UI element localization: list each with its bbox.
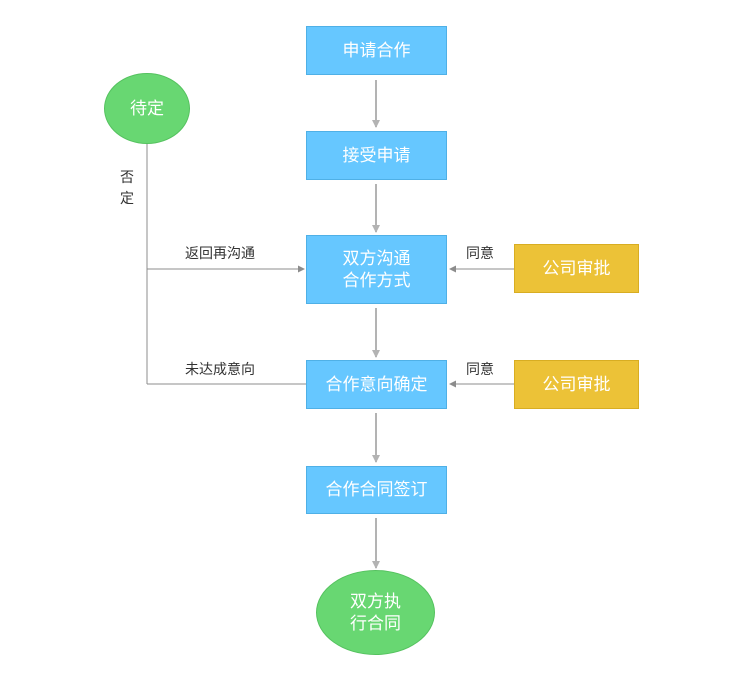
node-company-approval-2: 公司审批 xyxy=(514,360,639,409)
node-company-approval-1: 公司审批 xyxy=(514,244,639,293)
node-communicate-method: 双方沟通 合作方式 xyxy=(306,235,447,304)
edge-label-agree-1: 同意 xyxy=(466,246,494,262)
node-execute-contract: 双方执 行合同 xyxy=(316,570,435,655)
node-confirm-intention: 合作意向确定 xyxy=(306,360,447,409)
edge-label-agree-2: 同意 xyxy=(466,362,494,378)
node-sign-contract: 合作合同签订 xyxy=(306,466,447,514)
node-apply-cooperation: 申请合作 xyxy=(306,26,447,75)
edge-label-not-reached: 未达成意向 xyxy=(185,362,255,378)
edge-label-reject: 否 定 xyxy=(120,170,134,207)
node-pending: 待定 xyxy=(104,73,190,144)
node-accept-application: 接受申请 xyxy=(306,131,447,180)
edge-label-return-communicate: 返回再沟通 xyxy=(185,246,255,262)
